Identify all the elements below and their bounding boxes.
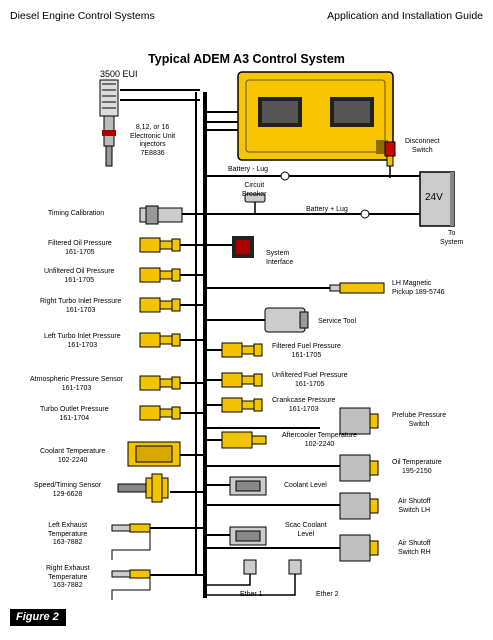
timing-cal-label: Timing Calibration xyxy=(48,210,105,217)
filtered-fuel-label: Filtered Fuel Pressure 161-1705 xyxy=(272,343,341,359)
prelube-label: Prelube Pressure Switch xyxy=(392,412,447,428)
battery-voltage: 24V xyxy=(425,192,443,203)
crankcase-label: Crankcase Pressure 161-1703 xyxy=(272,397,336,413)
unfiltered-oil-label: Unfiltered Oil Pressure 161-1705 xyxy=(44,268,115,284)
right-sensor-icons xyxy=(221,342,267,546)
figure-caption: Figure 2 xyxy=(10,609,66,626)
header-left: Diesel Engine Control Systems xyxy=(10,10,155,22)
system-interface-label: System Interface xyxy=(266,250,294,266)
ecm-module-icon xyxy=(237,71,394,161)
ether-plug-icons xyxy=(243,559,302,575)
breaker-label: Circuit Breaker xyxy=(242,182,267,198)
filtered-oil-label: Filtered Oil Pressure 161-1705 xyxy=(48,240,112,256)
lh-pickup-label: LH Magnetic Pickup 189-5746 xyxy=(392,280,445,296)
service-tool-icon xyxy=(264,307,309,333)
eui-label: 3500 EUI xyxy=(100,69,138,79)
lh-pickup-icon xyxy=(329,282,385,294)
air-shutoff-lh-label: Air Shutoff Switch LH xyxy=(398,498,431,514)
left-turbo-label: Left Turbo Inlet Pressure 161-1703 xyxy=(44,333,121,349)
right-turbo-label: Right Turbo Inlet Pressure 161-1703 xyxy=(40,298,122,314)
air-shutoff-rh-label: Air Shutoff Switch RH xyxy=(398,540,431,556)
header-right: Application and Installation Guide xyxy=(327,10,483,22)
scac-label: Scac Coolant Level xyxy=(285,522,327,538)
system-interface-icon xyxy=(232,236,254,258)
to-system-label: To System xyxy=(440,230,464,246)
ether2-label: Ether 2 xyxy=(316,591,339,598)
speed-timing-label: Speed/Timing Sensor 129-6628 xyxy=(34,482,102,498)
disconnect-label: Disconnect Switch xyxy=(405,138,440,154)
circuit-breaker-icon xyxy=(244,193,266,203)
diagram-title: Typical ADEM A3 Control System xyxy=(148,52,345,66)
aftercooler-label: Aftercooler Temperature 102-2240 xyxy=(282,432,357,448)
exhaust-probe-icons xyxy=(111,523,151,600)
coolant-level-label: Coolant Level xyxy=(284,482,327,489)
coolant-temp-label: Coolant Temperature 102-2240 xyxy=(40,448,106,464)
injectors-label: 8,12, or 16 Electronic Unit injectors 7E… xyxy=(130,124,176,157)
right-exhaust-label: Right Exhaust Temperature 163-7882 xyxy=(46,565,90,589)
right-switch-icons xyxy=(339,407,379,562)
disconnect-switch-icon xyxy=(384,141,396,167)
harness-trunk xyxy=(120,89,420,598)
left-exhaust-label: Left Exhaust Temperature 163-7882 xyxy=(48,522,88,546)
battery-lug-label: Battery - Lug xyxy=(228,166,269,173)
ether1-label: Ether 1 xyxy=(240,591,263,598)
unfiltered-fuel-label: Unfiltered Fuel Pressure 161-1705 xyxy=(272,372,348,388)
lug-ring-icon xyxy=(280,171,370,219)
left-sensor-icons xyxy=(117,205,183,503)
eui-injector-icon xyxy=(99,79,119,167)
service-tool-label: Service Tool xyxy=(318,318,357,325)
battery-icon xyxy=(419,171,455,227)
atmospheric-label: Atmospheric Pressure Sensor 161-1703 xyxy=(30,376,123,392)
turbo-outlet-label: Turbo Outlet Pressure 161-1704 xyxy=(40,406,109,422)
battery-plus-label: Battery + Lug xyxy=(306,206,348,213)
oil-temp-label: Oil Temperature 195-2150 xyxy=(392,459,442,475)
